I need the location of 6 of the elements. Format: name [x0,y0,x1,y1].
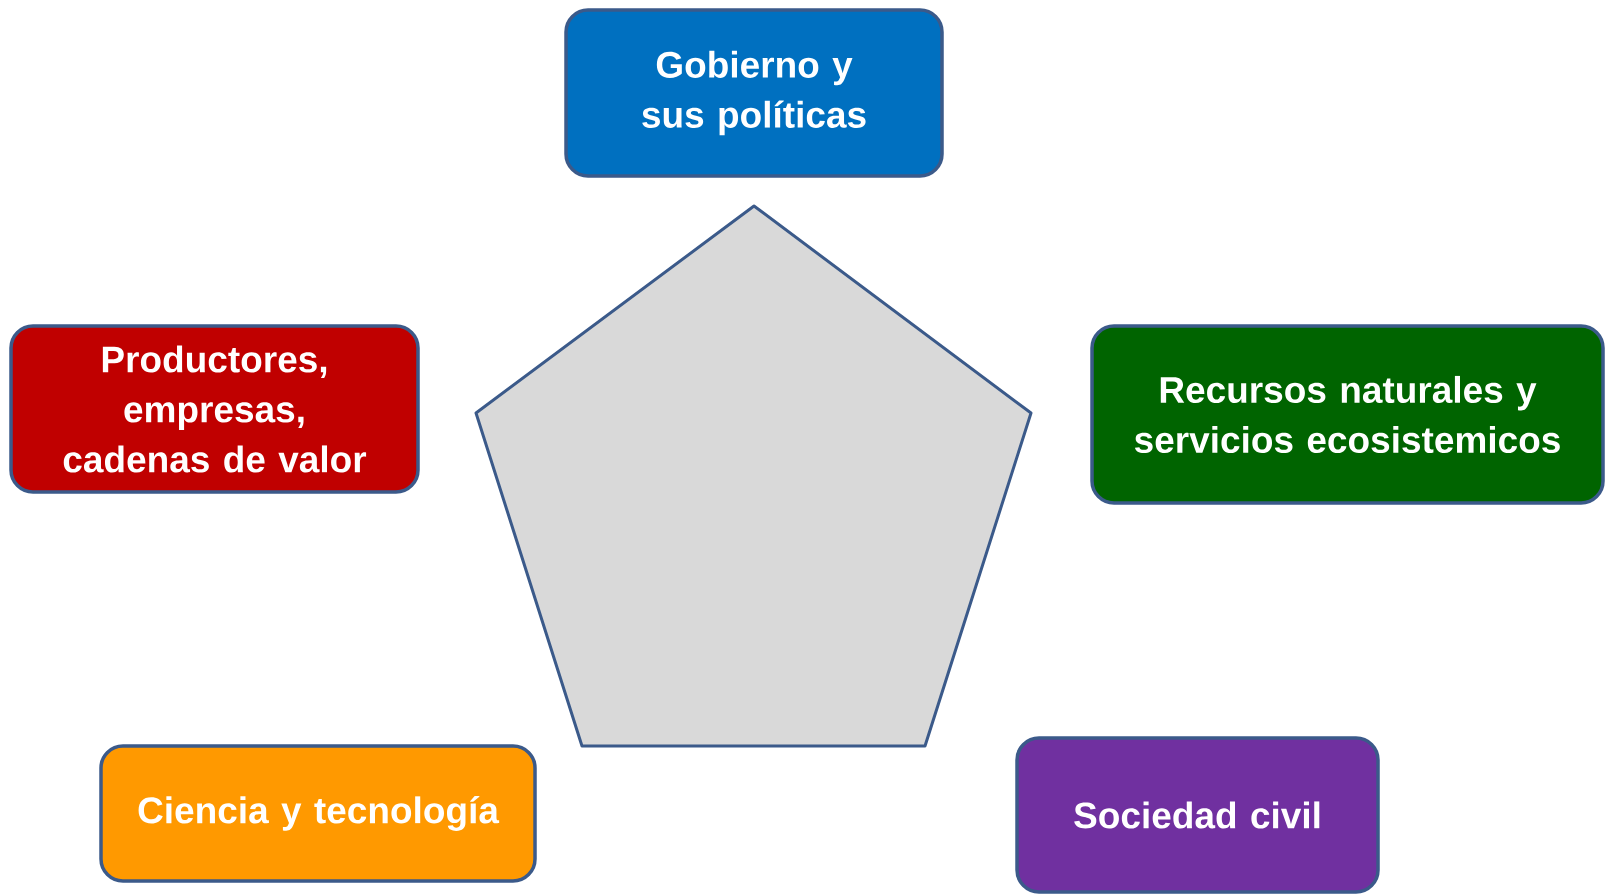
label-box: Recursos naturales y servicios ecosistemicos [1090,324,1605,505]
label-box: Gobierno y sus políticas [564,8,944,178]
pentagon [474,204,1033,748]
label-box: Productores, empresas, cadenas de valor [9,324,420,494]
label-box: Sociedad civil [1015,736,1380,894]
label-box: Ciencia y tecnología [99,744,537,883]
